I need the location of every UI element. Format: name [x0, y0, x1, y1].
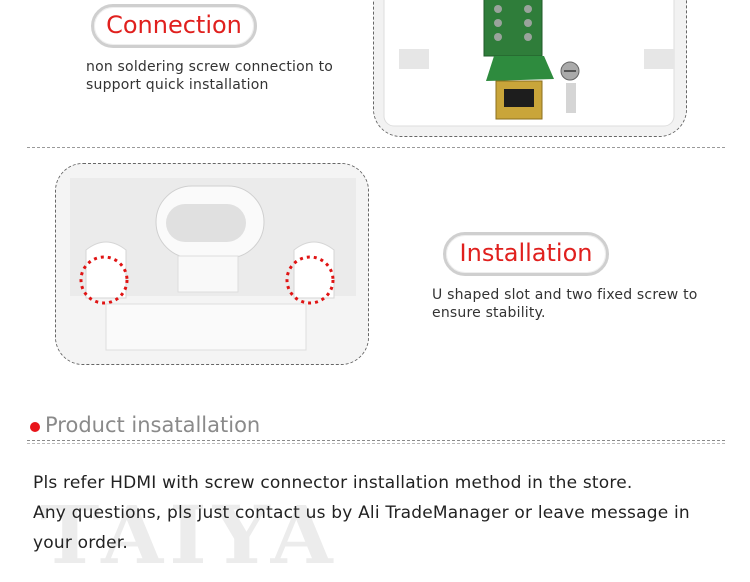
divider-2 [27, 443, 725, 444]
connector-photo [373, 0, 687, 137]
installation-photo [55, 163, 369, 365]
product-line2: Any questions, pls just contact us by Al… [33, 503, 690, 523]
bullet-icon [30, 422, 40, 432]
connection-heading: Connection [91, 4, 257, 48]
installation-heading: Installation [443, 232, 609, 276]
installation-desc-line1: U shaped slot and two fixed screw to [432, 287, 698, 303]
divider-1 [27, 147, 725, 148]
connector-illustration [374, 0, 686, 136]
installation-desc-line2: ensure stability. [432, 305, 546, 321]
product-line1: Pls refer HDMI with screw connector inst… [33, 473, 633, 493]
section-title: Product insatallation [45, 413, 261, 437]
title-underline [27, 440, 725, 441]
connection-desc-line1: non soldering screw connection to [86, 59, 334, 75]
product-line3: your order. [33, 533, 129, 553]
wall-plate-illustration [56, 164, 368, 364]
connection-desc-line2: support quick installation [86, 77, 269, 93]
